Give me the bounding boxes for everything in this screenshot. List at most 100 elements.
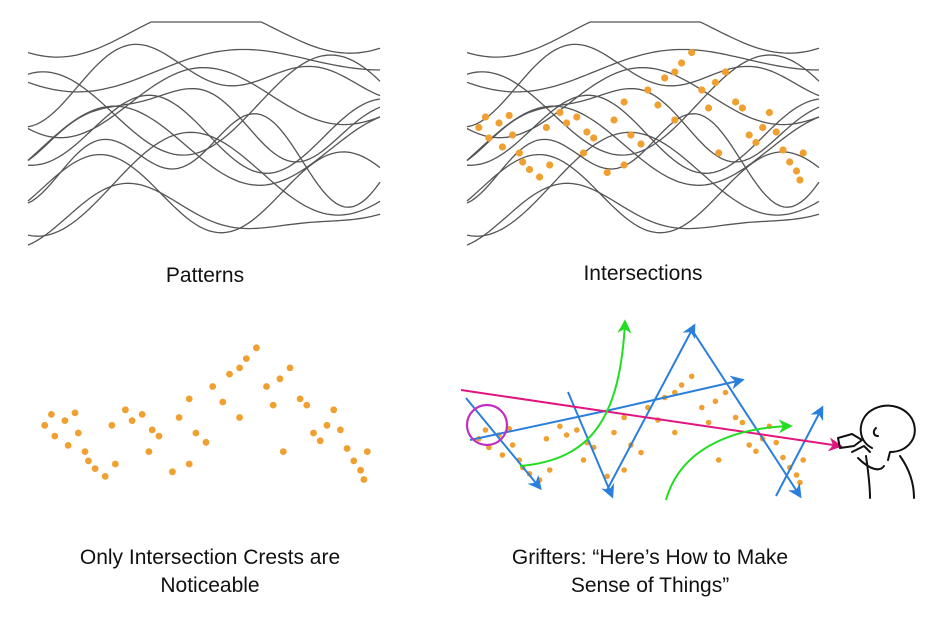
wave-curve (27, 182, 381, 246)
intersection-dot (705, 104, 713, 112)
intersection-dot (192, 429, 200, 437)
wave-curve (466, 105, 820, 186)
grifter-arrow (460, 389, 843, 452)
intersection-dot (485, 134, 493, 142)
intersection-dot (699, 404, 705, 411)
wave-curve (27, 105, 381, 186)
caption-crests: Only Intersection Crests are Noticeable (40, 544, 380, 600)
grifter-arrow (605, 323, 696, 493)
person-with-telescope-icon (837, 404, 916, 499)
intersection-dot (236, 414, 244, 421)
intersection-dot (350, 457, 358, 465)
wave-curve (27, 21, 381, 58)
intersection-dot (712, 398, 719, 405)
intersection-dot (515, 149, 523, 157)
intersection-dot (671, 116, 679, 124)
intersection-dot (48, 411, 55, 418)
intersection-dot (732, 98, 740, 106)
intersection-dot (753, 448, 759, 455)
intersection-dot (627, 131, 635, 139)
intersection-dot (509, 442, 516, 448)
intersection-dot (499, 452, 506, 458)
wave-curve (27, 151, 381, 234)
intersection-dot (323, 421, 331, 429)
wave-curve (27, 54, 381, 156)
intersection-dot (793, 472, 800, 478)
intersection-dot (175, 414, 183, 421)
intersection-dot (482, 427, 489, 433)
intersection-dot (637, 140, 645, 148)
caption-patterns: Patterns (105, 262, 305, 290)
intersection-dot (732, 414, 739, 421)
grifter-arrow (691, 329, 802, 499)
intersection-dot (145, 448, 153, 455)
intersection-dot (780, 454, 786, 461)
intersection-dot (621, 467, 627, 473)
intersection-dot (269, 401, 277, 409)
intersection-dot (61, 417, 69, 424)
intersection-dot (498, 143, 506, 151)
intersection-dot (620, 98, 628, 106)
intersection-dot (209, 383, 217, 390)
intersection-dot (746, 442, 752, 448)
intersection-dot (573, 113, 581, 121)
wave-curve (466, 43, 820, 128)
wave-curve (27, 43, 381, 128)
intersection-dot (138, 411, 146, 418)
intersection-dot (330, 406, 338, 414)
wave-curve (27, 113, 381, 208)
wave-curve (466, 131, 820, 237)
wave-curve (27, 66, 381, 139)
intersections-panel (466, 21, 820, 246)
intersection-dot (85, 457, 92, 465)
intersection-dot (546, 161, 554, 169)
intersection-dot (101, 473, 109, 480)
crests-panel (41, 344, 371, 483)
intersection-dot (603, 168, 611, 177)
intersection-dot (799, 149, 807, 157)
intersection-dot (688, 373, 695, 380)
caption-crests-line2: Noticeable (160, 574, 260, 597)
intersection-dot (360, 476, 368, 483)
intersection-dot (579, 149, 588, 157)
caption-crests-line1: Only Intersection Crests are (79, 546, 341, 569)
intersection-dot (536, 477, 543, 483)
intersection-dot (620, 161, 628, 169)
intersection-dot (759, 123, 767, 132)
intersection-dot (672, 429, 678, 436)
intersection-dot (542, 123, 551, 132)
wave-curve (27, 48, 381, 93)
wave-curve (27, 94, 381, 174)
caption-patterns-text: Patterns (165, 264, 245, 287)
intersection-dot (711, 78, 720, 87)
intersection-dot (253, 344, 260, 352)
grifter-arrow (469, 375, 745, 441)
intersection-dot (202, 438, 210, 446)
intersection-dot (661, 74, 669, 82)
intersection-dot (495, 119, 503, 127)
highlight-circle (465, 403, 509, 447)
intersection-dot (739, 419, 746, 426)
intersection-dot (128, 417, 136, 424)
intersection-dot (698, 86, 706, 94)
intersection-dot (357, 466, 364, 474)
intersection-dot (486, 444, 492, 451)
intersection-dot (91, 465, 99, 472)
wave-curve (466, 21, 820, 58)
wave-curve (466, 48, 820, 93)
intersection-dot (505, 111, 513, 120)
caption-grifters-line2: Sense of Things” (570, 574, 730, 597)
intersection-dot (672, 389, 678, 396)
intersection-dot (678, 382, 685, 388)
intersection-dot (263, 383, 270, 390)
intersection-dot (508, 131, 517, 139)
intersection-dot (363, 448, 371, 455)
intersection-dot (481, 113, 490, 121)
intersection-dot (705, 419, 712, 426)
intersection-dot (536, 173, 544, 181)
intersection-dot (772, 128, 780, 136)
intersection-dot (122, 406, 129, 414)
grifter-arrow (567, 391, 615, 499)
intersection-dot (654, 101, 662, 109)
intersection-dot (721, 68, 730, 76)
